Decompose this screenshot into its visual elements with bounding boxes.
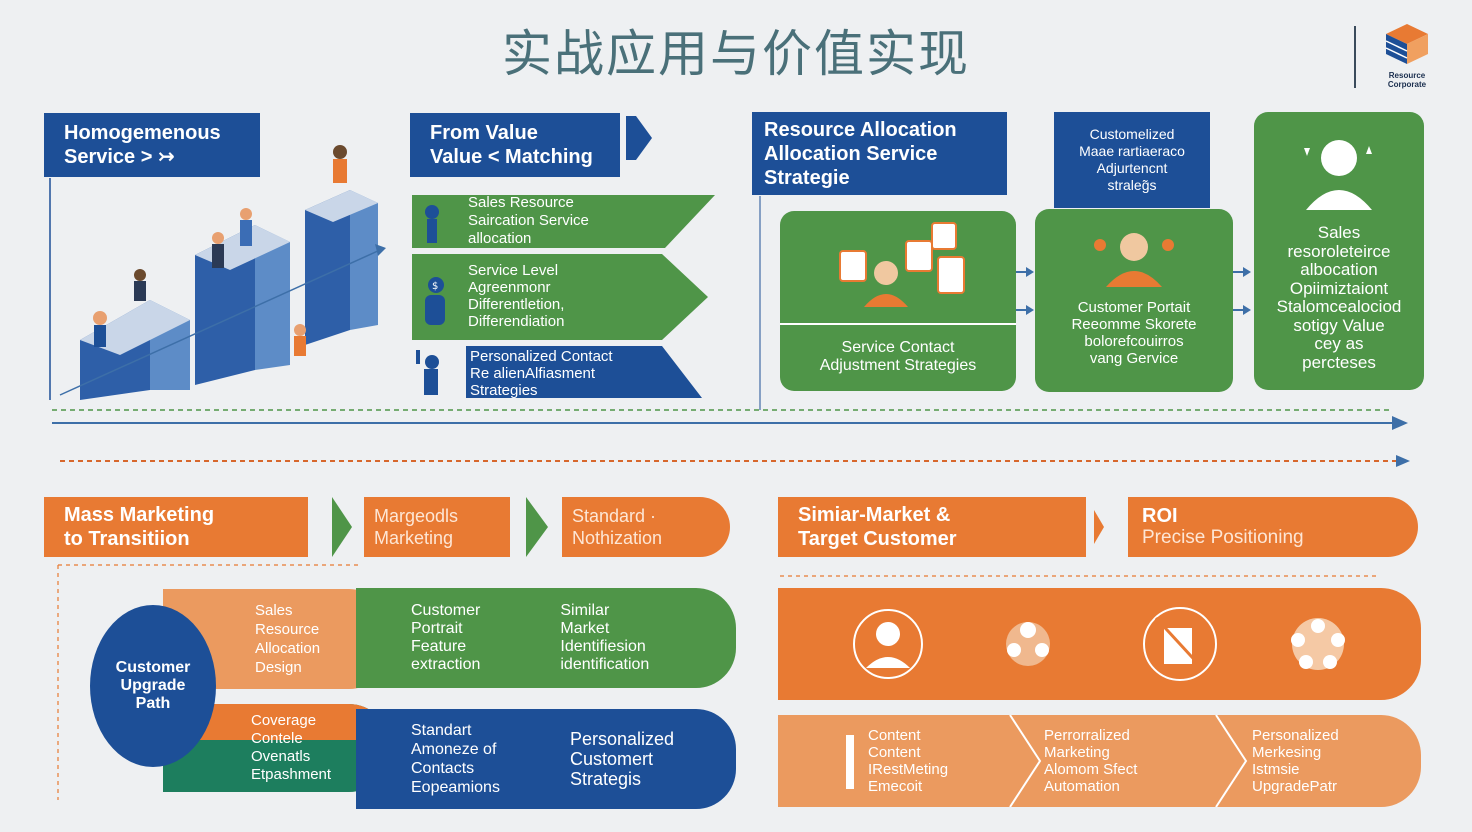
- sales-design-label: Sales Resource Allocation Design: [255, 602, 321, 676]
- illustration-people-blocks: [59, 145, 386, 400]
- logo-line2: Corporate: [1387, 80, 1427, 89]
- flow-step-1: Content Content IRestMeting Emecoit: [868, 727, 949, 795]
- flow-step-3: Personalized Merkesing Istmsie UpgradePa…: [1252, 727, 1339, 795]
- resource-allocation-header: Resource Allocation Allocation Service S…: [752, 112, 1007, 195]
- precise-positioning-label: Precise Positioning: [1142, 527, 1304, 548]
- customer-portrait-feature: Customer Portrait Feature extraction: [411, 602, 481, 673]
- logo-divider: [1354, 26, 1356, 88]
- customer-upgrade-path: Customer Upgrade Path: [90, 605, 216, 767]
- card-sales-allocation: Sales resoroleteirce albocation Opiimizt…: [1254, 112, 1424, 390]
- homogeneous-service-header: Homogemenous Service > ↣: [44, 113, 260, 177]
- flow-band: Content Content IRestMeting Emecoit Perr…: [778, 715, 1421, 807]
- card-customer-portrait: Customer Portait Reeomme Skorete boloref…: [1035, 209, 1233, 392]
- document-icon: [846, 735, 854, 789]
- user-pointing-icon: [416, 350, 439, 395]
- icon-band-icons: [853, 607, 1345, 681]
- person-bust-icon: [1304, 140, 1372, 210]
- band-personalized-contact: Personalized Contact Re alienAlfiasment …: [470, 348, 613, 399]
- personalized-strategies-label: Personalized Customert Strategis: [569, 729, 675, 789]
- mass-marketing-header: Mass Marketing to Transitiion: [44, 497, 308, 557]
- customer-portrait-label: Customer Portait Reeomme Skorete boloref…: [1071, 299, 1197, 367]
- standard-opt-header: Standard · Nothization: [562, 497, 730, 557]
- standard-contacts-label: Standart Amoneze of Contacts Eopeamions: [411, 722, 500, 796]
- person-icon: [425, 205, 439, 243]
- similar-market-identification: Similar Market Identifiesion identificat…: [560, 602, 650, 673]
- coverage-label: Coverage Contele Ovenatls Etpashment: [251, 712, 332, 783]
- similar-market-header: Simiar-Market & Target Customer: [778, 497, 1086, 557]
- from-value-header: From Value Value < Matching: [410, 113, 620, 177]
- service-contact-label: Service Contact Adjustment Strategies: [780, 323, 1016, 375]
- logo-line1: Resource: [1388, 71, 1426, 80]
- customer-avatar-icon: [1094, 233, 1174, 287]
- band-sales-resource: Sales Resource Saircation Service alloca…: [468, 194, 589, 247]
- standard-contacts-panel: Standart Amoneze of Contacts Eopeamions …: [356, 709, 736, 809]
- card-service-contact: Service Contact Adjustment Strategies: [780, 211, 1016, 391]
- chat-person-icon: [839, 222, 965, 307]
- money-person-icon: $: [425, 277, 445, 325]
- sales-allocation-label: Sales resoroleteirce albocation Opiimizt…: [1276, 223, 1402, 372]
- customer-profile-panel: Customer Portrait Feature extraction Sim…: [356, 588, 736, 688]
- flow-step-2: Perrorralized Marketing Alomom Sfect Aut…: [1044, 727, 1138, 795]
- cube-logo-icon: [1385, 24, 1428, 64]
- margeods-header: Margeodls Marketing: [364, 497, 510, 557]
- customer-face-icon: [853, 609, 923, 679]
- roi-label: ROI: [1142, 505, 1178, 527]
- page-title: 实战应用与价值实现: [502, 25, 970, 83]
- no-entry-door-icon: [1143, 607, 1217, 681]
- icon-band: [778, 588, 1421, 700]
- company-logo: Resource Corporate: [1362, 22, 1452, 92]
- roi-header: ROI Precise Positioning: [1128, 497, 1418, 557]
- flow-chevrons: [846, 715, 1248, 807]
- customized-strategies-header: Customelized Maae rartiaeraco Adjurtencn…: [1054, 112, 1210, 208]
- band-service-level: Service Level Agreenmonr Differentletion…: [468, 262, 565, 330]
- svg-text:$: $: [432, 281, 438, 292]
